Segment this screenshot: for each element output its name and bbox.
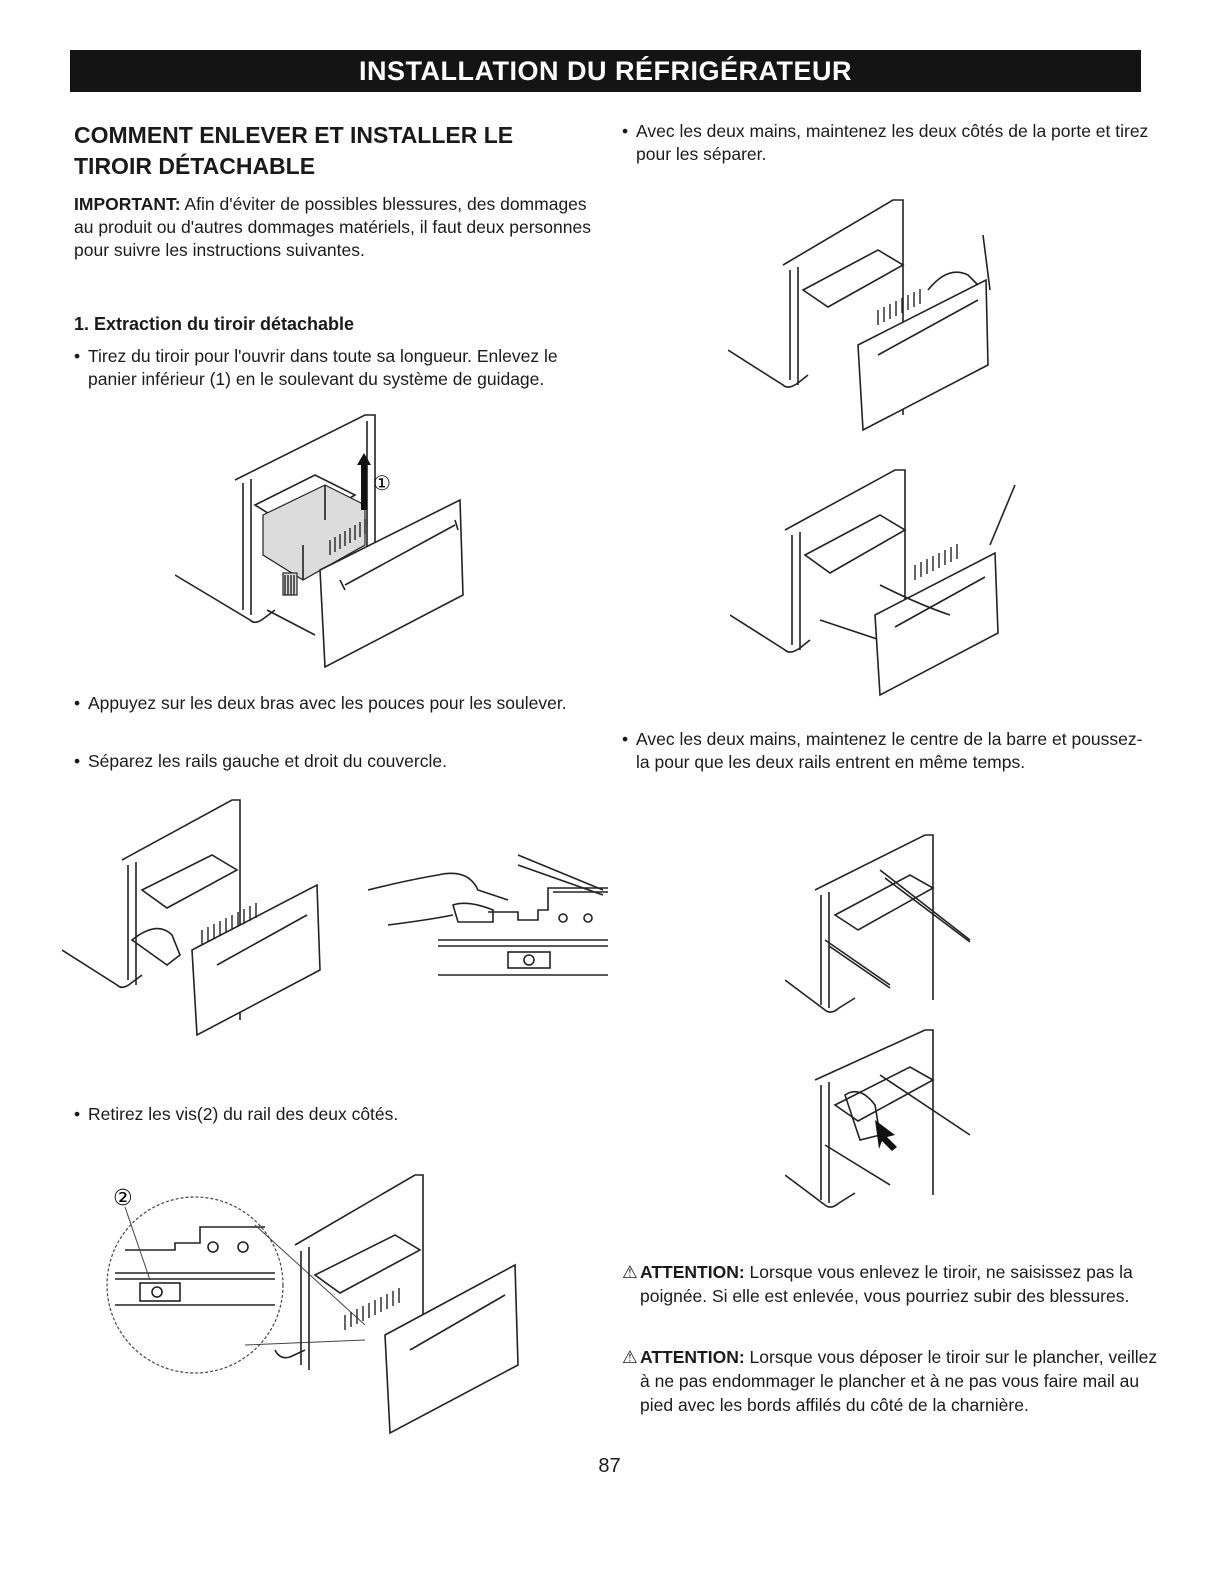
bullet-text: Tirez du tiroir pour l'ouvrir dans toute… xyxy=(88,346,558,389)
drawer-pull-illustration xyxy=(730,465,1020,705)
important-note: IMPORTANT: Afin d'éviter de possibles bl… xyxy=(74,193,594,262)
screw-removal-illustration: ② xyxy=(105,1165,525,1435)
bullet-item: • Avec les deux mains, maintenez les deux… xyxy=(622,120,1156,166)
attention-warning: ⚠ATTENTION: Lorsque vous enlevez le tiro… xyxy=(622,1260,1160,1308)
bullet-dot-icon: • xyxy=(74,751,81,771)
callout-1: ① xyxy=(373,471,391,495)
page-banner-title: INSTALLATION DU RÉFRIGÉRATEUR xyxy=(70,50,1141,92)
bullet-dot-icon: • xyxy=(74,346,81,366)
bullet-item: • Appuyez sur les deux bras avec les pouc… xyxy=(74,692,608,715)
drawer-rail-arms-illustration xyxy=(62,790,332,1040)
bullet-dot-icon: • xyxy=(622,729,629,749)
warning-triangle-icon: ⚠ xyxy=(622,1347,638,1367)
bullet-text: Retirez les vis(2) du rail des deux côté… xyxy=(88,1104,399,1124)
bullet-item: • Avec les deux mains, maintenez le centr… xyxy=(622,728,1156,774)
important-text: Afin d'éviter de possibles blessures, de… xyxy=(74,194,591,260)
attention-label: ATTENTION: xyxy=(640,1262,745,1282)
bullet-dot-icon: • xyxy=(622,121,629,141)
bullet-text: Appuyez sur les deux bras avec les pouce… xyxy=(88,693,567,713)
drawer-basket-illustration: ① xyxy=(175,405,475,670)
page-number: 87 xyxy=(598,1455,621,1477)
attention-text: Lorsque vous déposer le tiroir sur le pl… xyxy=(640,1347,1158,1415)
bullet-dot-icon: • xyxy=(74,1104,81,1124)
bullet-item: • Tirez du tiroir pour l'ouvrir dans tout… xyxy=(74,345,608,391)
section-heading: COMMENT ENLEVER ET INSTALLER LE TIROIR D… xyxy=(74,122,514,179)
bullet-text: Avec les deux mains, maintenez les deux … xyxy=(636,121,1149,164)
bullet-item: • Retirez les vis(2) du rail des deux côt… xyxy=(74,1103,608,1126)
door-separation-illustration xyxy=(728,195,1008,435)
attention-warning: ⚠ATTENTION: Lorsque vous déposer le tiro… xyxy=(622,1345,1160,1417)
rails-extended-illustration xyxy=(785,830,985,1030)
warning-triangle-icon: ⚠ xyxy=(622,1262,638,1282)
bullet-text: Avec les deux mains, maintenez le centre… xyxy=(636,729,1143,772)
bullet-text: Séparez les rails gauche et droit du cou… xyxy=(88,751,447,771)
rail-detail-illustration xyxy=(368,850,608,980)
attention-text: Lorsque vous enlevez le tiroir, ne saisi… xyxy=(640,1262,1133,1306)
callout-2: ② xyxy=(113,1186,133,1211)
rails-push-illustration xyxy=(785,1025,985,1225)
step-1-title: 1. Extraction du tiroir détachable xyxy=(74,314,355,334)
important-label: IMPORTANT: xyxy=(74,194,181,214)
bullet-item: • Séparez les rails gauche et droit du co… xyxy=(74,750,608,773)
bullet-dot-icon: • xyxy=(74,693,81,713)
attention-label: ATTENTION: xyxy=(640,1347,745,1367)
